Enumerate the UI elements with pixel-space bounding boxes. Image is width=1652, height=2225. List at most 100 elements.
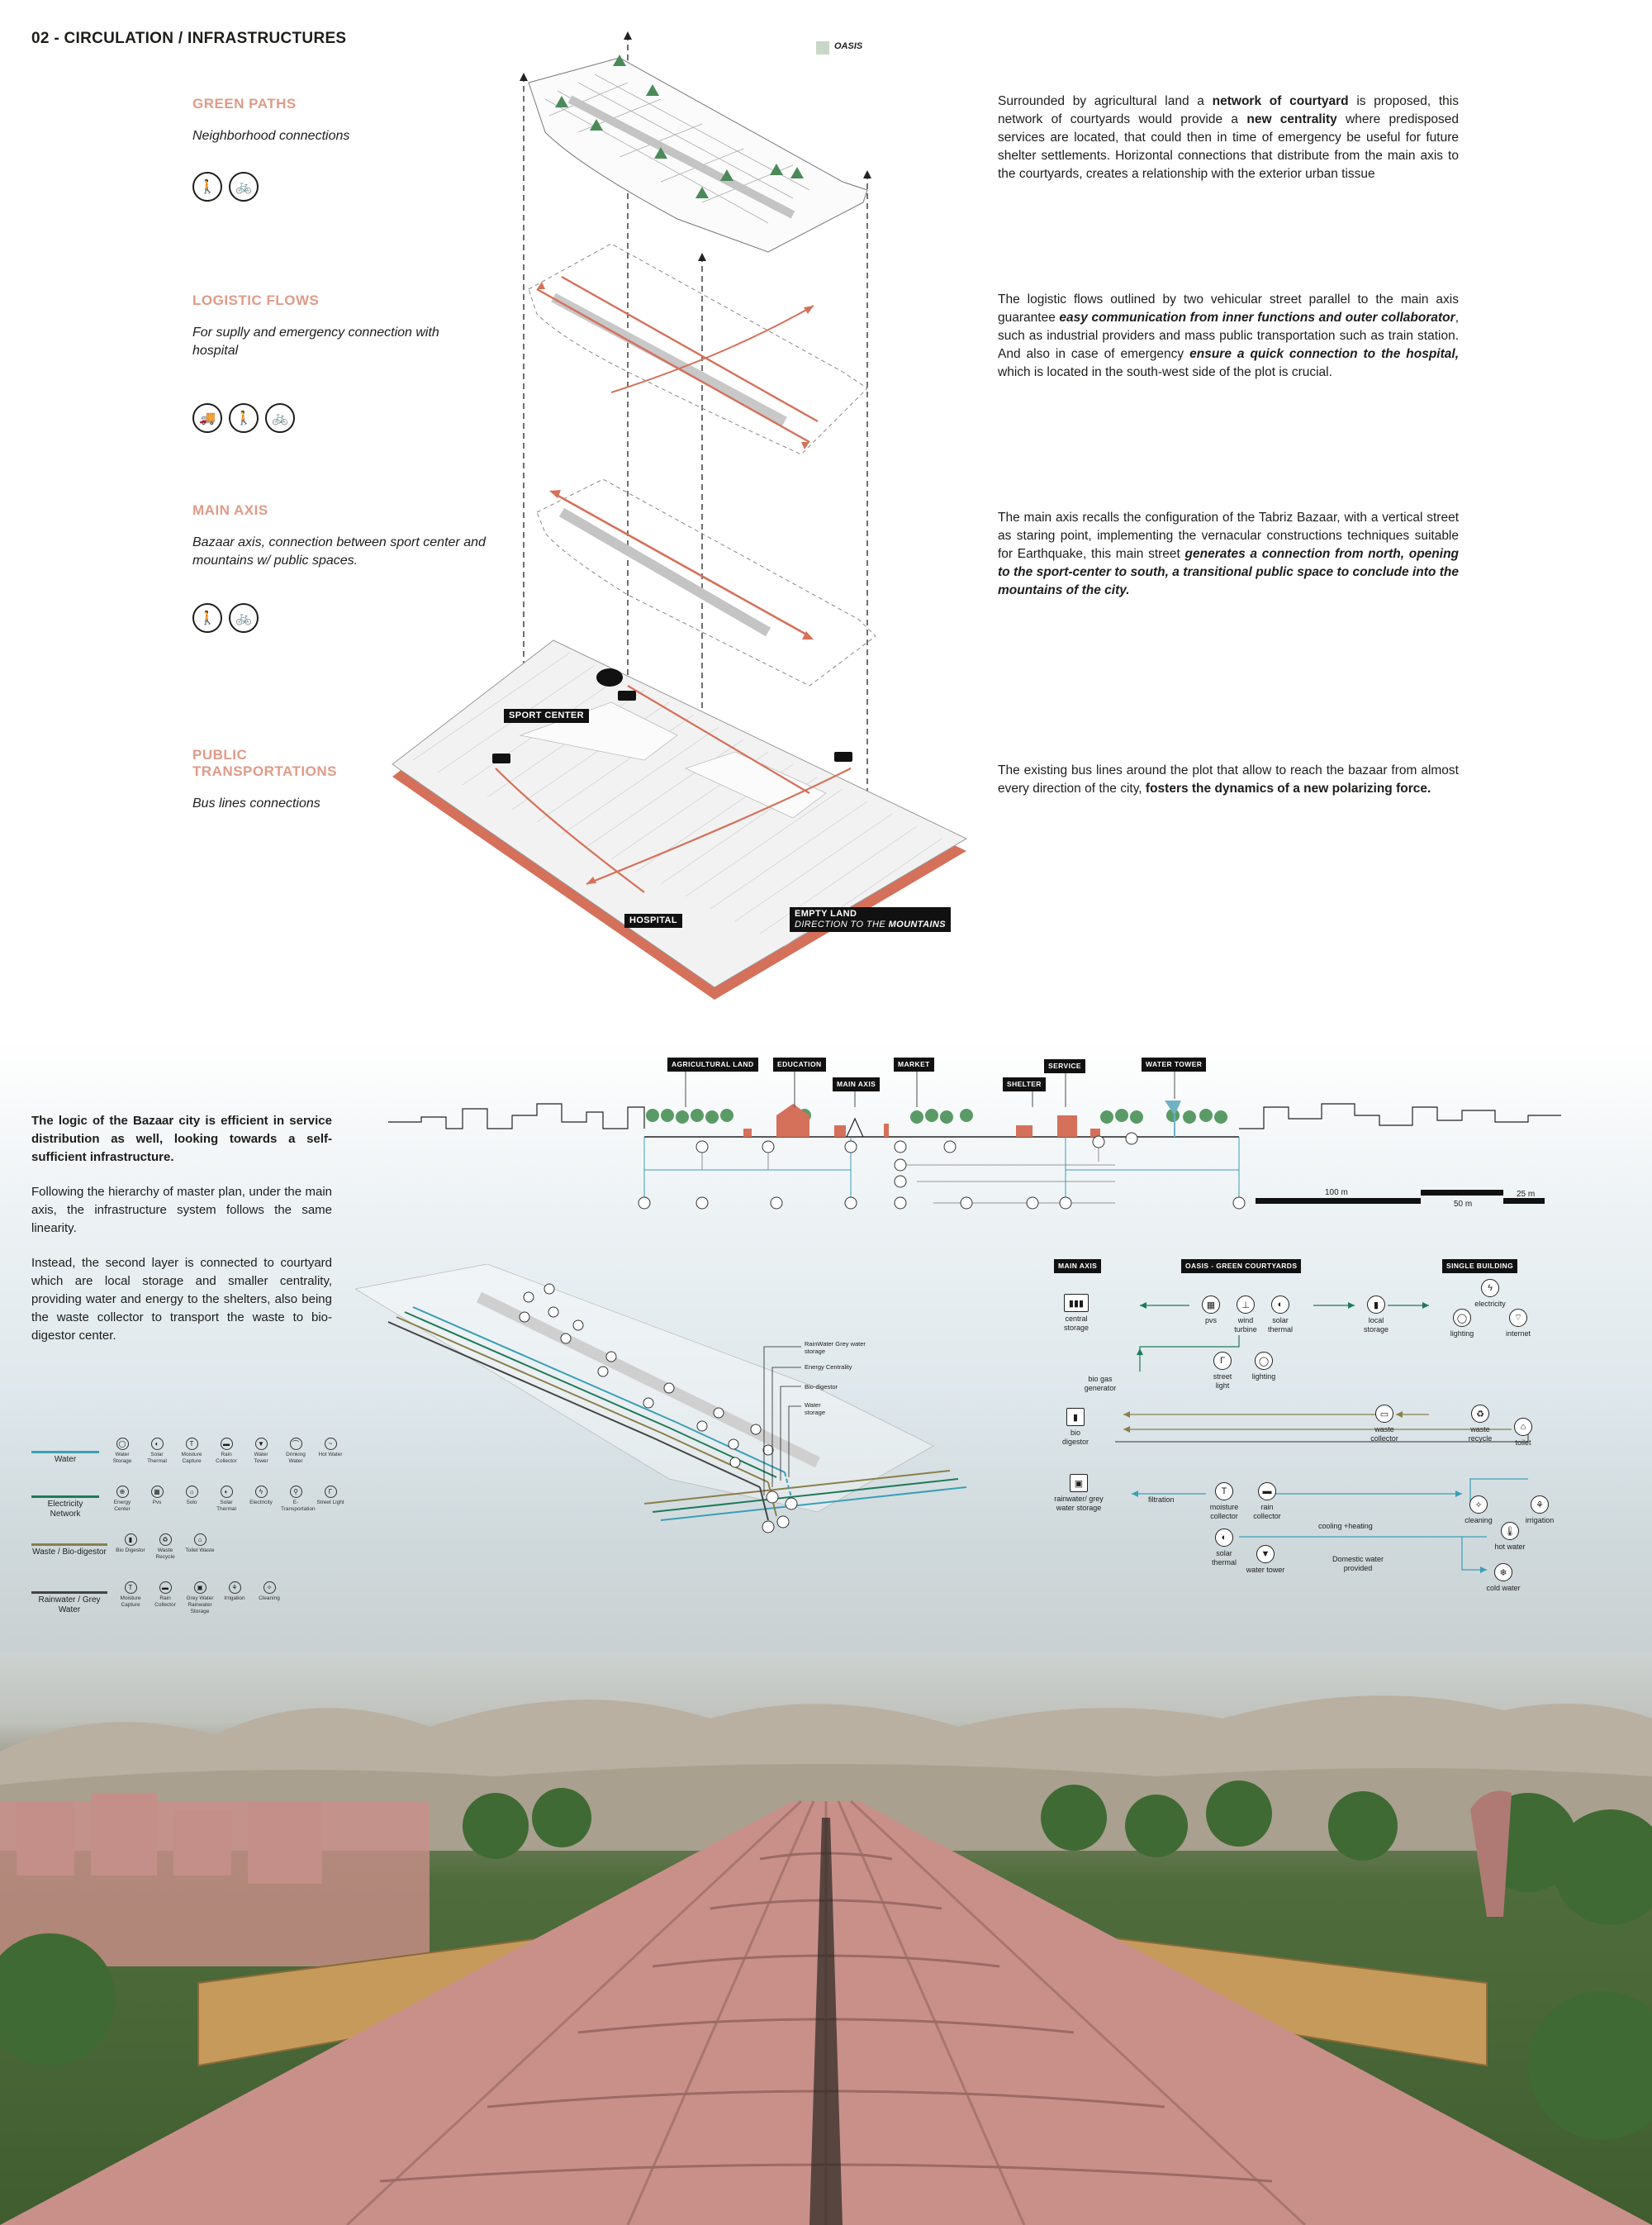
node-label: solar thermal <box>1267 1316 1293 1334</box>
pedestrian-icon: 🚶 <box>192 172 222 202</box>
wifi-icon: ⌔ <box>1509 1309 1527 1327</box>
legend-caption: Hot Water <box>318 1452 343 1457</box>
node-label: water tower <box>1246 1566 1285 1574</box>
node-bio-gas-generator: bio gas generator <box>1077 1375 1123 1393</box>
sport-center-label: SPORT CENTER <box>504 709 589 723</box>
tag-agricultural-land: AGRICULTURAL LAND <box>667 1058 758 1072</box>
legend-caption: Water Tower <box>254 1452 268 1464</box>
node-waste-collector: ▭waste collector <box>1365 1405 1404 1443</box>
sun-icon: ☼ <box>185 1486 198 1498</box>
legend-caption: Electricity <box>249 1500 273 1505</box>
node-label: bio digestor <box>1061 1429 1089 1446</box>
legend-item: ✧Cleaning <box>254 1581 284 1615</box>
battery-icon: ▮▮▮ <box>1064 1294 1089 1312</box>
layer-base-map <box>392 639 968 1000</box>
node-label: rain collector <box>1253 1503 1281 1520</box>
logistic-flows-description: The logistic flows outlined by two vehic… <box>998 292 1459 379</box>
cleaning-icon: ✧ <box>263 1581 276 1594</box>
recycle-icon: ♻ <box>1471 1405 1489 1423</box>
legend-item: ▬Rain Collector <box>211 1438 241 1465</box>
oasis-swatch <box>816 41 829 55</box>
legend-caption: Drinking Water <box>286 1452 306 1464</box>
section-network-icons <box>638 1132 1246 1210</box>
empty-land-title: EMPTY LAND <box>795 909 857 919</box>
public-transport-description: The existing bus lines around the plot t… <box>998 763 1459 796</box>
legend-caption: Pvs <box>152 1500 162 1505</box>
rain-collector-icon: ▬ <box>220 1438 233 1450</box>
node-solar-thermal-2: ◐solar thermal <box>1204 1528 1244 1567</box>
exploded-axonometric-diagram <box>392 31 968 1000</box>
node-label: hot water <box>1494 1543 1526 1551</box>
solar-thermal-icon: ◐ <box>220 1486 233 1498</box>
legend-caption: Waste Recycle <box>155 1548 175 1560</box>
node-label: local storage <box>1363 1316 1389 1334</box>
bus-icons <box>492 691 852 763</box>
section-subtitle: For suplly and emergency connection with… <box>192 326 439 358</box>
legend-caption: Toilet Waste <box>185 1548 215 1553</box>
mountains-label: MOUNTAINS <box>888 920 946 929</box>
bulb-icon: ◯ <box>1453 1309 1471 1327</box>
section-subtitle: Bus lines connections <box>192 796 320 811</box>
node-rain-collector: ▬ rain collector <box>1247 1482 1287 1521</box>
legend-item: ▦Pvs <box>142 1486 172 1513</box>
tag-water-tower: WATER TOWER <box>1142 1058 1207 1072</box>
water-tower-icon: ▼ <box>1256 1545 1275 1563</box>
flow-header-oasis: OASIS - GREEN COURTYARDS <box>1181 1259 1302 1273</box>
pedestrian-icon: 🚶 <box>229 403 259 433</box>
rain-collector-icon: ▬ <box>1258 1482 1276 1500</box>
section-public-transportations: PUBLIC TRANSPORTATIONS Bus lines connect… <box>192 747 358 813</box>
solar-panel-icon: ▦ <box>1202 1296 1220 1314</box>
legend-caption: Solar Thermal <box>216 1500 236 1512</box>
legend-label-waste: Waste / Bio-digestor <box>31 1543 107 1557</box>
legend-item: ⚲E-Transportation <box>281 1486 316 1513</box>
node-label: internet <box>1505 1329 1531 1338</box>
legend-caption: Energy Center <box>113 1500 131 1512</box>
legend-key: Electricity Network <box>31 1486 99 1519</box>
section-buildings <box>743 1104 1100 1137</box>
grey-water-storage-icon: ▣ <box>193 1581 206 1594</box>
legend-row-electricity: Electricity Network ⊕Energy Center ▦Pvs … <box>31 1486 345 1528</box>
truck-icon: 🚚 <box>192 403 222 433</box>
scale-bar <box>1256 1190 1545 1204</box>
node-bio-digestor: ▮ bio digestor <box>1057 1408 1094 1447</box>
legend-caption: Rain Collector <box>154 1595 176 1608</box>
flow-header-main-axis: MAIN AXIS <box>1054 1259 1102 1273</box>
sport-center-marker <box>596 668 623 687</box>
legend-item: ♻Waste Recycle <box>150 1533 180 1561</box>
callout-rainwater: RainWater Grey water storage <box>805 1340 866 1355</box>
node-label: cleaning <box>1464 1516 1493 1524</box>
solar-thermal-icon: ◐ <box>150 1438 164 1450</box>
tree-icons <box>555 55 804 198</box>
node-lighting-2: ◯lighting <box>1247 1352 1280 1381</box>
section-title: MAIN AXIS <box>192 502 268 518</box>
scale-100m: 100 m <box>1325 1188 1348 1197</box>
e-transport-icon: ⚲ <box>289 1486 302 1498</box>
energy-center-icon: ⊕ <box>116 1486 129 1498</box>
solar-thermal-icon: ◐ <box>1271 1296 1289 1314</box>
page-title: 02 - CIRCULATION / INFRASTRUCTURES <box>31 30 347 47</box>
bicycle-icon: 🚲 <box>229 603 259 633</box>
grey-water-storage-icon: ▣ <box>1070 1474 1088 1492</box>
infrastructure-description: The logic of the Bazaar city is efficien… <box>31 1112 332 1345</box>
node-label: moisture collector <box>1209 1503 1239 1520</box>
legend-key: Waste / Bio-digestor <box>31 1533 107 1557</box>
legend-row-waste: Waste / Bio-digestor ▮Bio Digestor ♻Wast… <box>31 1533 345 1576</box>
irrigation-icon: ⚘ <box>1531 1495 1549 1514</box>
legend-item: ⌂Toilet Waste <box>185 1533 215 1561</box>
street-light-icon: Γ <box>324 1486 337 1498</box>
legend-caption: Moisture Capture <box>181 1452 202 1464</box>
tag-market: MARKET <box>894 1058 934 1072</box>
node-label: waste recycle <box>1468 1425 1493 1443</box>
layer-green-paths <box>528 55 868 253</box>
solar-thermal-icon: ◐ <box>1215 1528 1233 1547</box>
layer-main-axis <box>536 478 876 687</box>
network-nodes <box>519 1283 798 1533</box>
bio-digestor-icon: ▮ <box>1066 1408 1085 1426</box>
vault-roofs <box>0 1799 1652 2225</box>
infra-intro: The logic of the Bazaar city is efficien… <box>31 1114 332 1164</box>
node-label: electricity <box>1474 1300 1506 1308</box>
legend-label-water: Water <box>31 1451 99 1465</box>
section-trees <box>646 1109 1227 1124</box>
